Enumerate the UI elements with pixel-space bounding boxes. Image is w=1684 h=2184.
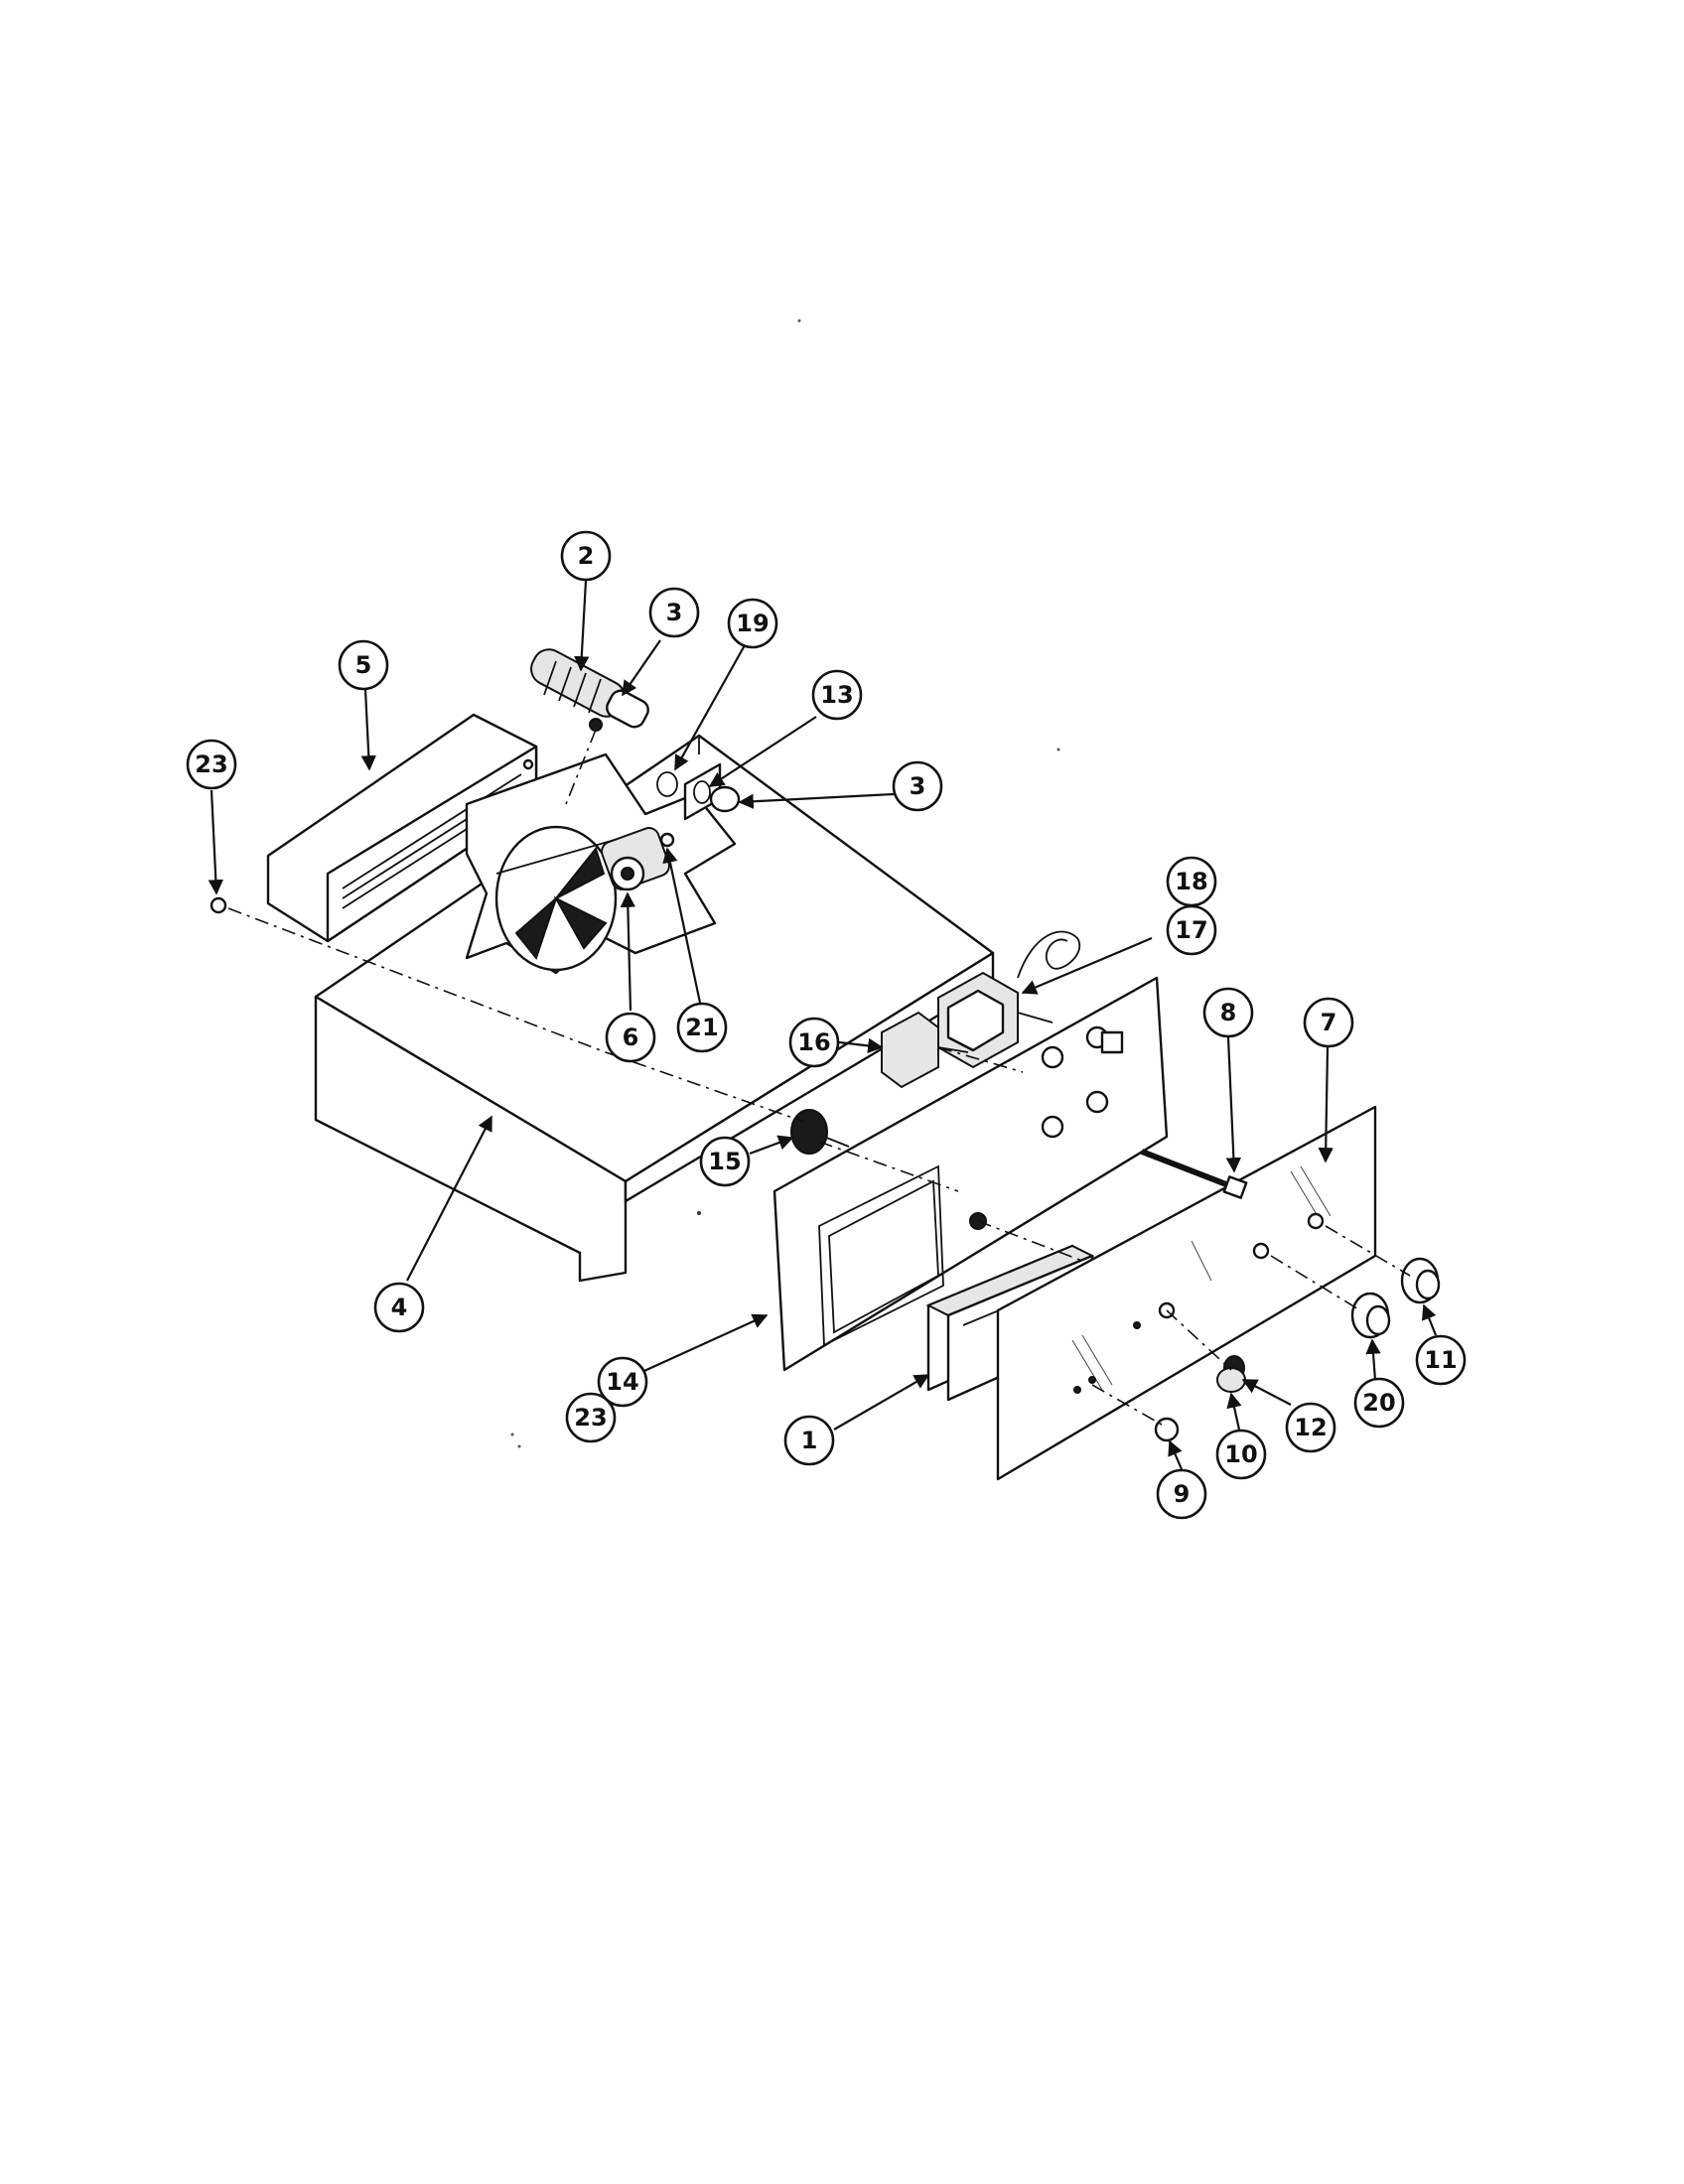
svg-text:23: 23 xyxy=(574,1404,607,1432)
callout-5: 5 xyxy=(338,639,389,691)
callout-10: 10 xyxy=(1215,1429,1267,1480)
control-bracket-part-14 xyxy=(772,976,1169,1372)
callout-20: 20 xyxy=(1353,1377,1405,1429)
callout-2: 2 xyxy=(560,530,612,582)
svg-text:23: 23 xyxy=(195,751,227,778)
svg-text:7: 7 xyxy=(1321,1009,1337,1036)
svg-text:11: 11 xyxy=(1424,1346,1457,1374)
callout-18: 18 xyxy=(1166,856,1217,907)
svg-text:4: 4 xyxy=(391,1294,408,1321)
callout-3-lower: 3 xyxy=(892,760,943,812)
svg-text:17: 17 xyxy=(1175,916,1207,944)
callout-16: 16 xyxy=(788,1017,840,1068)
knob-part-10 xyxy=(1216,1367,1246,1393)
svg-text:13: 13 xyxy=(820,681,853,709)
svg-text:1: 1 xyxy=(801,1427,818,1454)
svg-text:12: 12 xyxy=(1294,1414,1327,1441)
callout-1: 1 xyxy=(783,1415,835,1466)
terminal-nut-part-3 xyxy=(589,689,649,732)
callout-11: 11 xyxy=(1415,1334,1467,1386)
convection-fan-assembly xyxy=(465,752,737,975)
svg-text:14: 14 xyxy=(606,1368,638,1396)
knob-part-20 xyxy=(1350,1292,1391,1339)
callout-19: 19 xyxy=(727,598,778,649)
callout-4: 4 xyxy=(373,1282,425,1333)
callout-21: 21 xyxy=(676,1002,728,1053)
potentiometer-part-15 xyxy=(790,1109,850,1155)
clip-part-3 xyxy=(656,771,741,813)
svg-text:15: 15 xyxy=(708,1148,741,1175)
callout-13: 13 xyxy=(811,669,863,721)
callout-23-lower: 23 xyxy=(565,1392,617,1443)
switch-part-16 xyxy=(881,1011,969,1089)
scan-speck xyxy=(797,319,801,323)
svg-text:3: 3 xyxy=(666,599,683,626)
svg-text:20: 20 xyxy=(1362,1389,1395,1417)
svg-text:6: 6 xyxy=(623,1024,639,1051)
svg-text:5: 5 xyxy=(355,651,372,679)
scan-speck xyxy=(1056,748,1060,751)
knob-part-11 xyxy=(1400,1257,1441,1304)
screw-part-23 xyxy=(210,896,227,914)
callout-14: 14 xyxy=(597,1356,648,1408)
svg-text:10: 10 xyxy=(1224,1440,1257,1468)
leader-lines xyxy=(208,580,1438,1470)
svg-text:18: 18 xyxy=(1175,868,1207,895)
svg-text:16: 16 xyxy=(797,1028,830,1056)
callout-7: 7 xyxy=(1303,997,1354,1048)
callout-6: 6 xyxy=(605,1012,656,1063)
svg-text:8: 8 xyxy=(1220,999,1237,1026)
svg-text:19: 19 xyxy=(736,610,769,637)
knob-part-9 xyxy=(1154,1417,1180,1442)
callout-17: 17 xyxy=(1166,904,1217,956)
callout-9: 9 xyxy=(1156,1468,1207,1520)
scan-speck xyxy=(517,1444,521,1448)
thermostat-part-17 xyxy=(937,971,1053,1069)
callout-8: 8 xyxy=(1202,987,1254,1038)
callout-12: 12 xyxy=(1285,1402,1336,1453)
fan-motor-part-6 xyxy=(601,827,670,891)
scan-speck xyxy=(697,1211,701,1215)
callout-23-left: 23 xyxy=(186,739,237,790)
screw-part-8 xyxy=(1140,1149,1248,1199)
svg-text:3: 3 xyxy=(910,772,926,800)
svg-text:2: 2 xyxy=(578,542,595,570)
capillary-tube-part-18 xyxy=(1017,930,1081,979)
callout-15: 15 xyxy=(699,1136,751,1187)
callout-3-upper: 3 xyxy=(648,587,700,638)
scan-speck xyxy=(510,1433,514,1436)
assembly-lines xyxy=(227,729,1411,1426)
svg-text:9: 9 xyxy=(1174,1480,1191,1508)
svg-text:21: 21 xyxy=(685,1014,718,1041)
